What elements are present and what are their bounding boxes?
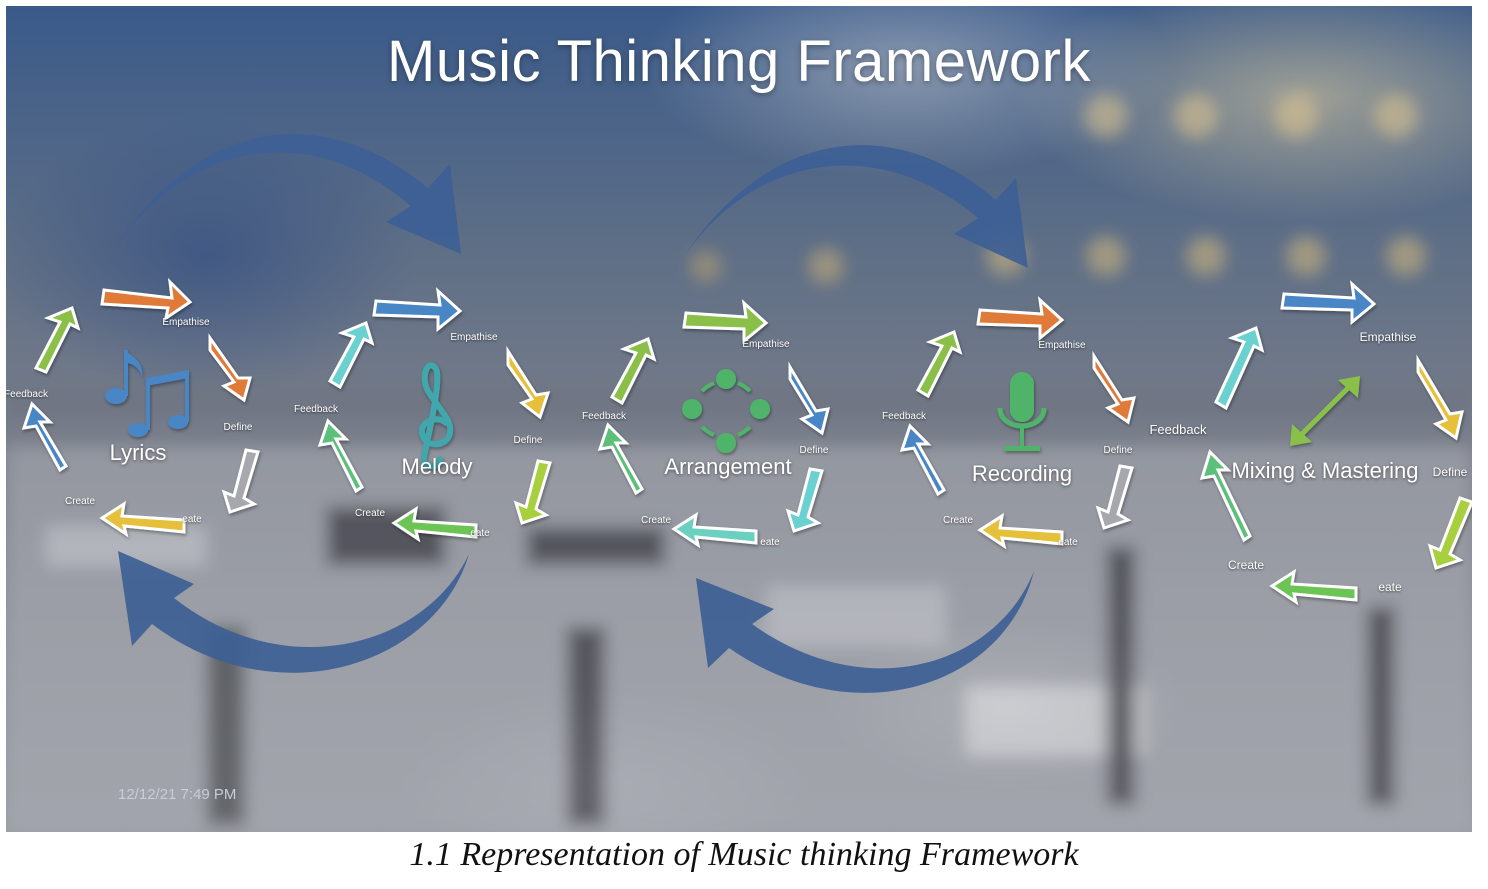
step-label-define: Define — [223, 422, 253, 433]
ideate-arrow-icon — [513, 459, 552, 525]
step-label-create: Create — [640, 515, 672, 526]
flow-arrow-melody-to-lyrics — [118, 551, 469, 673]
define-arrow-icon — [506, 345, 551, 420]
step-label-define: Define — [513, 435, 543, 446]
step-label-empathise: Empathise — [1359, 330, 1417, 344]
music-notes-icon — [105, 350, 189, 437]
double-arrow-icon — [1290, 376, 1360, 446]
step-label-define: Define — [1103, 445, 1133, 456]
create-arrow-icon — [1269, 568, 1358, 606]
return-arrow-icon — [327, 320, 375, 390]
step-label-create: Create — [354, 508, 386, 519]
feedback-arrow-icon — [21, 401, 69, 473]
empathise-arrow-icon — [976, 296, 1065, 342]
stage-label-arrangement: Arrangement — [664, 454, 792, 479]
create-arrow-icon — [671, 511, 758, 549]
flow-arrow-recording-to-arrangement — [696, 571, 1034, 693]
feedback-arrow-icon — [1199, 449, 1252, 543]
flow-arrows — [116, 134, 1034, 693]
step-label-empathise: Empathise — [742, 339, 790, 350]
step-label-ideate: eate — [1378, 580, 1402, 594]
step-label-feedback: Feedback — [582, 411, 626, 422]
ideate-arrow-icon — [785, 467, 824, 533]
step-label-feedback: Feedback — [1149, 422, 1207, 437]
step-label-feedback: Feedback — [6, 389, 48, 400]
define-arrow-icon — [1416, 354, 1464, 441]
cycle-melody — [317, 287, 552, 543]
return-arrow-icon — [609, 336, 657, 406]
feedback-arrow-icon — [317, 418, 364, 494]
stage-label-recording: Recording — [971, 461, 1073, 486]
step-label-empathise: Empathise — [1038, 340, 1086, 351]
empathise-arrow-icon — [100, 277, 193, 322]
step-label-empathise: Empathise — [162, 317, 210, 328]
treble-clef-icon — [418, 362, 454, 470]
return-arrow-icon — [915, 329, 963, 399]
slide-graphics — [6, 94, 1472, 832]
empathise-arrow-icon — [1280, 280, 1377, 326]
cycle-mixing-mastering — [1199, 280, 1472, 606]
ideate-arrow-icon — [1427, 496, 1472, 570]
slide: Music Thinking Framework Lyrics Melody A… — [6, 6, 1472, 832]
ideate-arrow-icon — [221, 448, 260, 514]
stage-label-lyrics: Lyrics — [109, 440, 167, 465]
arrangement-nodes-icon — [682, 369, 770, 453]
step-label-ideate: eate — [470, 528, 490, 539]
define-arrow-icon — [208, 333, 252, 403]
return-arrow-icon — [33, 305, 81, 374]
flow-arrow-arrangement-to-recording — [678, 145, 1028, 268]
cycle-lyrics — [21, 277, 260, 538]
timestamp: 12/12/21 7:49 PM — [118, 786, 237, 803]
step-label-ideate: eate — [760, 537, 780, 548]
empathise-arrow-icon — [372, 287, 463, 333]
create-arrow-icon — [977, 512, 1064, 550]
step-label-create: Create — [1227, 558, 1265, 572]
ideate-arrow-icon — [1095, 464, 1134, 530]
step-label-empathise: Empathise — [450, 332, 498, 343]
return-arrow-icon — [1214, 325, 1265, 411]
feedback-arrow-icon — [597, 422, 644, 496]
stage-label-melody: Melody — [401, 454, 473, 479]
stage-label-mixing-mastering: Mixing & Mastering — [1231, 458, 1419, 483]
flow-arrow-lyrics-to-melody — [116, 134, 461, 254]
define-arrow-icon — [1092, 350, 1137, 425]
define-arrow-icon — [788, 361, 831, 436]
step-label-feedback: Feedback — [294, 404, 338, 415]
slide-title: Music Thinking Framework — [387, 29, 1091, 94]
create-arrow-icon — [391, 505, 478, 543]
feedback-arrow-icon — [899, 423, 946, 497]
figure-caption: 1.1 Representation of Music thinking Fra… — [409, 836, 1079, 873]
cycle-recording — [899, 296, 1137, 550]
step-label-create: Create — [64, 496, 96, 507]
create-arrow-icon — [99, 500, 186, 538]
step-label-define: Define — [1432, 465, 1468, 479]
step-label-ideate: eate — [182, 514, 202, 525]
cycle-arrangement — [597, 299, 831, 549]
step-label-define: Define — [799, 445, 829, 456]
empathise-arrow-icon — [682, 299, 769, 345]
step-label-ideate: eate — [1058, 537, 1078, 548]
step-label-create: Create — [942, 515, 974, 526]
step-label-feedback: Feedback — [882, 411, 926, 422]
microphone-icon — [997, 372, 1047, 451]
